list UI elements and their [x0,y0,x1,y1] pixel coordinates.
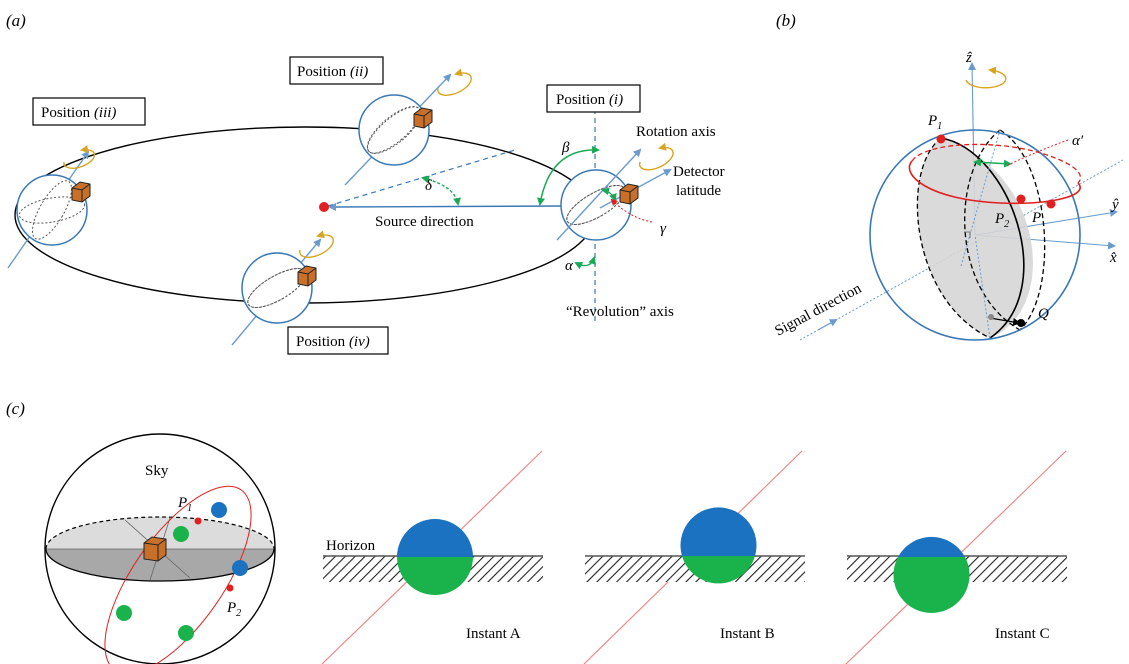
x-label: x̂ [1109,250,1117,266]
z-label: ẑ [965,50,972,66]
earth-position-i [537,94,674,325]
position-iii-box: Position (iii) [32,97,146,126]
position-i-num: (i) [609,92,623,108]
source-dot [319,202,329,212]
celestial-sphere [869,129,1081,341]
orange-curl-b [965,66,1007,89]
p2-label-c: P [226,600,236,616]
sky-dot-green-2 [116,605,132,621]
source-direction-line [328,202,566,211]
q-dot [1017,319,1025,327]
sky-label: Sky [145,463,169,479]
position-i-prefix: Position [556,92,606,108]
sky-dot-green-3 [178,625,194,641]
horizon-disk-bottom [46,549,274,581]
signal-arrow [817,319,838,331]
delta-label: δ [425,178,433,194]
position-iii-prefix: Position [41,105,91,121]
p2-sub-c: 2 [236,608,241,619]
p2-sub-b: 2 [1004,219,1009,230]
p1-sub-b: 1 [937,121,942,132]
p1-label-c: P [177,495,187,511]
p1-label-b: P [927,113,937,129]
latitude-label: latitude [676,183,721,199]
detector-box-iv [297,265,317,287]
signal-direction-label: Signal direction [772,280,864,339]
svg-text:P1: P1 [177,495,192,514]
panel-label-b: (b) [776,11,796,30]
svg-text:P2: P2 [226,600,241,619]
position-ii-prefix: Position [297,64,347,80]
alpha-prime-label: α′ [1072,133,1084,149]
svg-text:P2: P2 [994,211,1009,230]
panel-a: δ Source direction β α γ Rotation axis D… [7,56,725,355]
panel-label-a: (a) [6,11,26,30]
red-latitude-front [908,160,1081,205]
position-ii-box: Position (ii) [289,56,384,85]
rotation-axis-label: Rotation axis [636,124,716,140]
beta-label: β [561,140,570,156]
detector-box-iii [71,181,91,203]
horizon-disk-top [46,517,274,549]
instant-c: Instant C [845,450,1067,664]
revolution-axis-label: “Revolution” axis [566,304,674,320]
red-latitude-back [911,143,1082,184]
panel-b: ẑ ŷ x̂ P1 P2 P Q α′ Signal direction [772,50,1124,341]
source-direction-label: Source direction [375,214,474,230]
p-label-b: P [1031,210,1041,226]
y-label: ŷ [1110,197,1119,213]
instant-b: Instant B [583,450,805,664]
p1-sub-c: 1 [187,503,192,514]
alpha-prime-arc [973,158,1012,168]
earth-position-iii [7,145,96,269]
q-label-b: Q [1038,306,1049,322]
box-c [143,536,167,562]
instant-a-label: Instant A [466,626,521,642]
svg-text:Position (iii): Position (iii) [41,105,116,121]
delta-arc [421,175,461,206]
detector-label: Detector [673,164,725,180]
position-iv-prefix: Position [296,334,346,350]
position-iv-box: Position (iv) [287,326,389,355]
p1-dot-c [194,517,202,525]
earth-position-iv [231,230,334,346]
earth-position-ii [344,68,472,186]
svg-text:Position (i): Position (i) [556,92,623,108]
p2-label-b: P [994,211,1004,227]
position-iii-num: (iii) [94,105,117,121]
p1-dot [936,134,946,144]
svg-text:Position (iv): Position (iv) [296,334,370,350]
alpha-label: α [565,258,574,274]
p2-dot-c [226,584,234,592]
sky-dot-green-1 [173,526,189,542]
sky-dot-blue-2 [232,560,248,576]
position-ii-num: (ii) [350,64,368,80]
sky-red-path [104,485,252,664]
panel-label-c: (c) [6,399,25,418]
panel-c: Sky P1 P2 Horizon Instant A Instant B [44,433,1067,664]
gamma-label: γ [660,221,667,237]
instant-b-label: Instant B [720,626,775,642]
detector-box-i [619,183,639,205]
position-i-box: Position (i) [546,84,641,113]
instant-c-label: Instant C [995,626,1050,642]
horizon-label: Horizon [326,538,376,554]
svg-text:P1: P1 [927,113,942,132]
p2-dot [1016,194,1026,204]
dashed-direction-line [327,149,516,207]
instant-a: Horizon Instant A [321,450,543,664]
sky-dot-blue-1 [211,502,227,518]
p-dot [1046,199,1056,209]
detector-box-ii [413,107,433,129]
svg-text:Position (ii): Position (ii) [297,64,368,80]
position-iv-num: (iv) [349,334,370,350]
